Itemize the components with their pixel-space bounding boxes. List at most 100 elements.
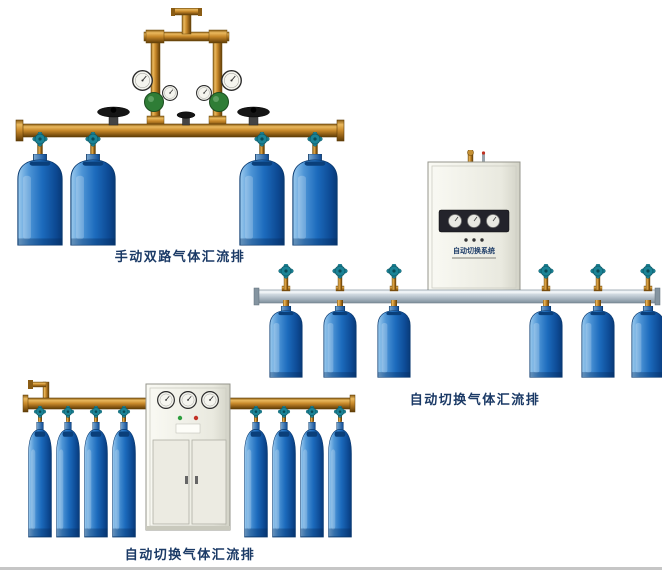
- regulator-body: [209, 92, 229, 112]
- pressure-gauge: [132, 70, 153, 91]
- gauge-needle: [492, 216, 497, 222]
- cylinder-collar: [645, 300, 651, 307]
- frame-right-riser: [212, 35, 223, 127]
- frame-corner-fitting: [208, 29, 228, 44]
- caption-manual-dual-manifold: 手动双路气体汇流排: [114, 249, 246, 264]
- gas-cylinder: [631, 306, 662, 378]
- outlet-tee: [173, 8, 200, 16]
- panel-button: [480, 238, 484, 242]
- cylinder-drops: [33, 406, 347, 427]
- gauge-needle: [473, 216, 478, 222]
- cylinder-collar: [337, 300, 343, 307]
- cylinder-valve-icon: [538, 264, 554, 290]
- regulator-highlight: [213, 96, 219, 102]
- cylinder-valve-icon: [332, 264, 348, 290]
- rail-end-cap: [654, 287, 661, 306]
- cabinet-subtitle-line: [452, 257, 496, 259]
- gas-cylinder: [327, 422, 353, 538]
- cylinder-collar: [595, 300, 601, 307]
- cylinder-valve-icon: [640, 264, 656, 290]
- cylinder-valve-icon: [590, 264, 606, 290]
- door-handle: [185, 476, 188, 484]
- caption-auto-switch-cabinet: 自动切换气体汇流排: [124, 547, 256, 562]
- regulator-body: [144, 92, 164, 112]
- pipe-end-flange: [15, 119, 24, 142]
- caption-auto-switch-wall: 自动切换气体汇流排: [409, 392, 541, 407]
- handwheel-valve-center: [176, 111, 196, 126]
- cabinet-title: 自动切换系统: [453, 246, 495, 255]
- manifold-rail: [253, 287, 661, 306]
- illustration-manual-dual-manifold: [15, 8, 345, 246]
- rail-highlight: [256, 291, 658, 294]
- outlet-cap: [28, 380, 33, 389]
- pressure-regulator-left: [132, 70, 178, 112]
- panel-button: [464, 238, 468, 242]
- cabinet-top-valve: [467, 150, 474, 156]
- figure-auto-switch-wall: 自动切换系统: [252, 150, 662, 386]
- cabinet-door-left: [152, 439, 190, 525]
- gas-cylinder: [17, 154, 63, 246]
- gauge-needle: [454, 216, 459, 222]
- frame-corner-fitting: [145, 29, 165, 44]
- outlet-elbow: [31, 381, 47, 388]
- cylinder-collar: [283, 300, 289, 307]
- gas-cylinder: [70, 154, 116, 246]
- control-cabinet: [145, 383, 231, 531]
- pressure-gauge: [162, 85, 178, 101]
- panel-gauge: [179, 391, 197, 409]
- panel-gauge: [157, 391, 175, 409]
- gas-cylinder: [111, 422, 137, 538]
- pressure-gauge: [196, 85, 212, 101]
- pipe-end-flange: [22, 394, 29, 413]
- gas-cylinder: [299, 422, 325, 538]
- gas-cylinder: [27, 422, 53, 538]
- door-handle: [195, 476, 198, 484]
- gas-cylinder: [269, 306, 303, 378]
- gas-cylinders: [269, 300, 662, 378]
- gas-cylinder: [377, 306, 411, 378]
- pressure-gauge: [221, 70, 242, 91]
- handwheel-valve-left: [97, 106, 130, 126]
- regulator-highlight: [148, 96, 154, 102]
- outlet-tee-cap: [198, 8, 202, 16]
- manifold-frame: [143, 8, 230, 127]
- page-bottom-border: [0, 567, 662, 570]
- rail-valves: [278, 264, 656, 292]
- panel-button: [472, 238, 476, 242]
- gas-cylinder: [55, 422, 81, 538]
- gas-cylinder: [529, 306, 563, 378]
- cabinet-top-indicator: [481, 151, 486, 155]
- indicator-light-green: [177, 415, 183, 421]
- valve-handwheel: [176, 111, 196, 119]
- pressure-regulator-right: [196, 70, 242, 112]
- cylinder-collar: [543, 300, 549, 307]
- rail-end-cap: [253, 287, 260, 306]
- pipe-end-flange: [336, 119, 345, 142]
- gas-cylinder: [323, 306, 357, 378]
- indicator-light-red: [193, 415, 199, 421]
- cabinet-top-stub: [482, 154, 485, 164]
- valve-hub: [250, 107, 257, 113]
- panel-gauge: [201, 391, 219, 409]
- gas-cylinder: [271, 422, 297, 538]
- control-cabinet: 自动切换系统: [427, 150, 521, 293]
- handwheel-valve-right: [237, 106, 270, 126]
- cylinder-valve-icon: [278, 264, 294, 290]
- gas-cylinder: [243, 422, 269, 538]
- valve-hub: [110, 107, 117, 113]
- cylinder-collar: [391, 300, 397, 307]
- header-pipe: [19, 123, 341, 138]
- illustration-auto-switch-wall: 自动切换系统: [253, 150, 662, 378]
- cylinder-valve-icon: [386, 264, 402, 290]
- main-header-pipe: [15, 119, 345, 142]
- cabinet-inner-frame: [431, 165, 517, 289]
- pipe-end-flange: [349, 394, 356, 413]
- figure-manual-dual-manifold: [10, 8, 350, 246]
- cabinet-base: [146, 526, 230, 530]
- figure-auto-switch-cabinet: [16, 378, 361, 542]
- illustration-auto-switch-cabinet: [22, 380, 356, 538]
- cabinet-nameplate: [175, 423, 201, 434]
- outlet-tee-cap: [171, 8, 175, 16]
- gas-cylinder: [581, 306, 615, 378]
